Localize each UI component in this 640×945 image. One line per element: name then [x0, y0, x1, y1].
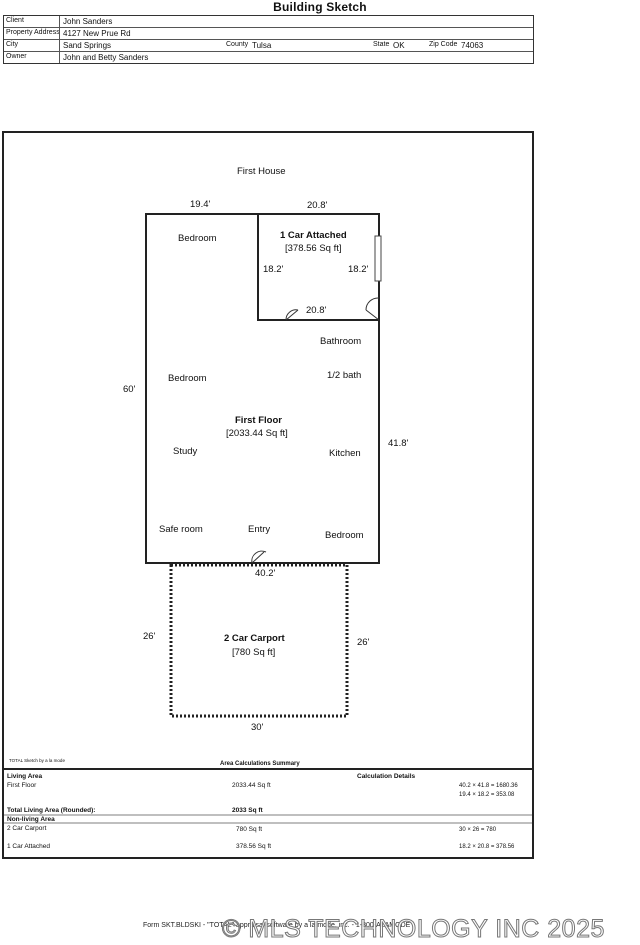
zip-label: Zip Code [429, 41, 458, 48]
owner-row: Owner John and Betty Sanders [4, 52, 533, 63]
form-footer: Form SKT.BLDSKI - "TOTAL" appraisal soft… [143, 922, 411, 929]
carport-dim-left: 26' [143, 631, 156, 642]
non-living-label: Non-living Area [7, 816, 55, 823]
total-value: 2033 Sq ft [232, 807, 263, 814]
garage-door [374, 235, 382, 282]
state-label: State [373, 41, 390, 48]
city-value: Sand Springs [63, 41, 112, 50]
room-entry: Entry [248, 524, 271, 535]
carport-area: [780 Sq ft] [232, 647, 276, 658]
door-swing-entry [251, 550, 267, 564]
property-header-table: Client John Sanders Property Address 412… [3, 15, 534, 64]
room-half-bath: 1/2 bath [327, 370, 362, 381]
county-value: Tulsa [252, 41, 272, 50]
first-floor-label: First Floor [7, 782, 37, 789]
address-value: 4127 New Prue Rd [63, 29, 131, 38]
zip-value: 74063 [461, 41, 484, 50]
address-label: Property Address [6, 29, 60, 36]
door-swing-garage [285, 309, 299, 321]
room-kitchen: Kitchen [329, 448, 361, 459]
room-bedroom-1: Bedroom [178, 233, 217, 244]
carport-summary-area: 780 Sq ft [236, 826, 263, 833]
carport-dim-right: 26' [357, 637, 370, 648]
attached-summary-area: 378.56 Sq ft [236, 843, 272, 850]
city-row: City Sand Springs County Tulsa State OK … [4, 40, 533, 52]
carport-summary-calc: 30 × 26 = 780 [459, 827, 497, 833]
city-label: City [6, 41, 19, 48]
garage-dim-right: 18.2' [348, 264, 369, 275]
page-title: Building Sketch [273, 0, 367, 14]
mls-watermark: © MLS TECHNOLOGY INC 2025 [222, 915, 605, 944]
first-floor-outline [145, 213, 380, 564]
attached-garage-outline [257, 214, 379, 321]
client-row: Client John Sanders [4, 16, 533, 28]
owner-value: John and Betty Sanders [63, 53, 149, 62]
dim-bottom: 40.2' [255, 568, 276, 579]
client-value: John Sanders [63, 17, 113, 26]
garage-dim-bottom: 20.8' [306, 305, 327, 316]
house-label: First House [237, 166, 286, 177]
floor-area: [2033.44 Sq ft] [226, 428, 288, 439]
state-value: OK [393, 41, 405, 50]
room-study: Study [173, 446, 198, 457]
room-bedroom-3: Bedroom [325, 530, 364, 541]
carport-outline [169, 563, 349, 718]
garage-dim-left: 18.2' [263, 264, 284, 275]
room-bathroom: Bathroom [320, 336, 362, 347]
client-label: Client [6, 17, 24, 24]
carport-summary-label: 2 Car Carport [7, 825, 47, 832]
calc-line-1: 40.2 × 41.8 = 1680.36 [459, 783, 518, 789]
living-area-label: Living Area [7, 773, 43, 780]
attached-summary-calc: 18.2 × 20.8 = 378.56 [459, 844, 515, 850]
county-label: County [226, 41, 249, 48]
calc-details-label: Calculation Details [357, 773, 416, 780]
address-row: Property Address 4127 New Prue Rd [4, 28, 533, 40]
floor-title: First Floor [235, 415, 282, 426]
sketch-frame [2, 131, 534, 859]
room-safe-room: Safe room [159, 524, 203, 535]
sketch-credit: TOTAL Sketch by a la mode [9, 758, 65, 763]
dim-top-right: 20.8' [307, 200, 328, 211]
room-bedroom-2: Bedroom [168, 373, 207, 384]
attached-summary-label: 1 Car Attached [7, 843, 50, 850]
carport-dim-bottom: 30' [251, 722, 264, 733]
summary-title: Area Calculations Summary [220, 761, 300, 767]
total-label: Total Living Area (Rounded): [7, 807, 96, 814]
dim-left: 60' [123, 384, 136, 395]
garage-area: [378.56 Sq ft] [285, 243, 342, 254]
door-swing-side [365, 297, 380, 311]
carport-title: 2 Car Carport [224, 633, 285, 644]
owner-label: Owner [6, 53, 27, 60]
dim-right: 41.8' [388, 438, 409, 449]
dim-top-left: 19.4' [190, 199, 211, 210]
first-floor-area: 2033.44 Sq ft [232, 782, 271, 789]
calc-line-2: 19.4 × 18.2 = 353.08 [459, 792, 515, 798]
garage-title: 1 Car Attached [280, 230, 347, 241]
